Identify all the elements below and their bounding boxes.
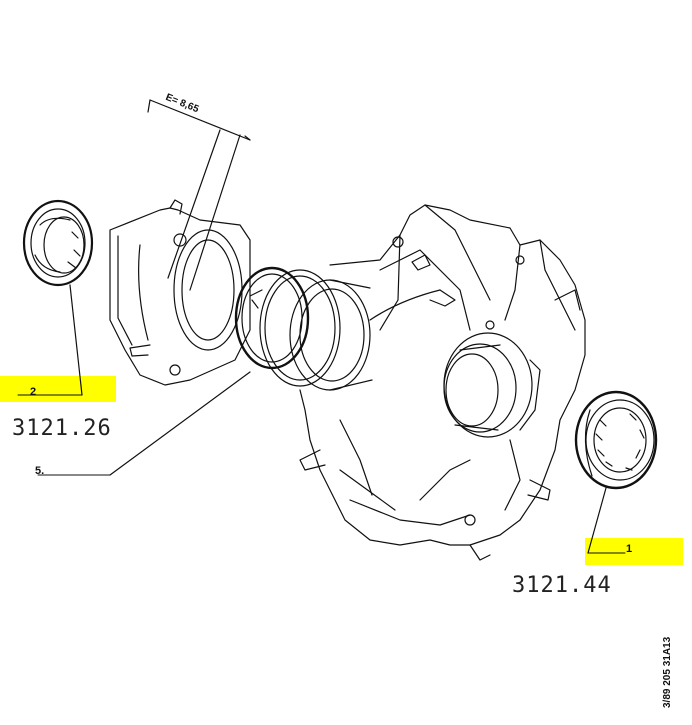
callout-part-1: 1 [626,543,633,555]
reference-3121-44: 3121.44 [512,573,612,598]
seal-part-2 [17,199,94,396]
circlip-part-5 [37,266,310,476]
seal-part-1 [574,390,658,554]
dimension-e-lines [147,99,251,291]
callout-part-5: 5. [35,465,45,477]
callout-part-2: 2 [30,386,37,398]
highlight-part-1 [585,538,683,565]
sleeve [289,279,373,391]
reference-3121-26: 3121.26 [12,416,112,441]
drawing-code: 3/89 205 31A13 [662,636,673,708]
highlight-part-2 [0,376,116,402]
spacer-ring [259,269,341,387]
right-bore [443,332,541,438]
main-casing [299,204,586,561]
left-housing [109,199,251,386]
